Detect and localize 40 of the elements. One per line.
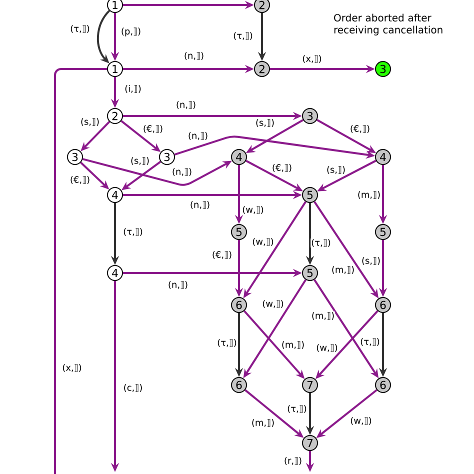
edge-label: (n,⟧) — [187, 131, 209, 140]
edge-label: (τ,⟧) — [310, 238, 332, 248]
edge-label: (i,⟧) — [124, 84, 142, 94]
edge-label: (τ,⟧) — [286, 404, 308, 414]
edge-label: (s,⟧) — [130, 156, 150, 166]
edge-label: (s,⟧) — [254, 118, 276, 128]
edge-label: (τ,⟧) — [216, 338, 238, 348]
edge-label: (w,⟧) — [252, 237, 274, 246]
edge-label: (n,⟧) — [171, 167, 193, 176]
edge-label: (n,⟧) — [175, 100, 197, 110]
edge-label: (n,⟧) — [167, 280, 189, 290]
edge-label: (r,⟧) — [283, 456, 303, 466]
edge-label: (s,⟧) — [361, 256, 382, 266]
edge-label: (s,⟧) — [326, 165, 346, 174]
edge-label: (τ,⟧) — [232, 31, 254, 40]
edge-label: (p,⟧) — [120, 27, 142, 37]
edge-label: (€,⟧) — [211, 250, 233, 260]
edge-label: (w,⟧) — [262, 299, 284, 308]
edge-label: (m,⟧) — [250, 418, 276, 428]
edge-label: (€,⟧) — [271, 163, 293, 172]
edge-label: (s,⟧) — [80, 117, 100, 126]
edge-label: (€,⟧) — [349, 124, 371, 134]
edge-label: (w,⟧) — [316, 343, 338, 352]
edge-label: (τ,⟧) — [70, 24, 90, 34]
edge-label: (n,⟧) — [183, 51, 205, 60]
edge-label: (m,⟧) — [330, 265, 356, 274]
edge-label: (m,⟧) — [310, 311, 336, 320]
edge-label: (€,⟧) — [142, 124, 164, 134]
edge-label: (n,⟧) — [189, 200, 211, 210]
edge-label: (τ,⟧) — [122, 227, 144, 236]
edge-label: (€,⟧) — [69, 175, 91, 184]
edge-label: (c,⟧) — [122, 383, 144, 393]
edge-label: (m,⟧) — [356, 190, 382, 200]
edge-label: (w,⟧) — [350, 416, 372, 426]
edge-label: (m,⟧) — [280, 340, 306, 350]
edge-label: (x,⟧) — [62, 363, 82, 372]
edge-label: (τ,⟧) — [360, 337, 380, 347]
note-text: Order aborted after receiving cancellation — [334, 14, 442, 36]
edge-label: (w,⟧) — [242, 205, 264, 214]
edge-label: (x,⟧) — [302, 54, 322, 64]
